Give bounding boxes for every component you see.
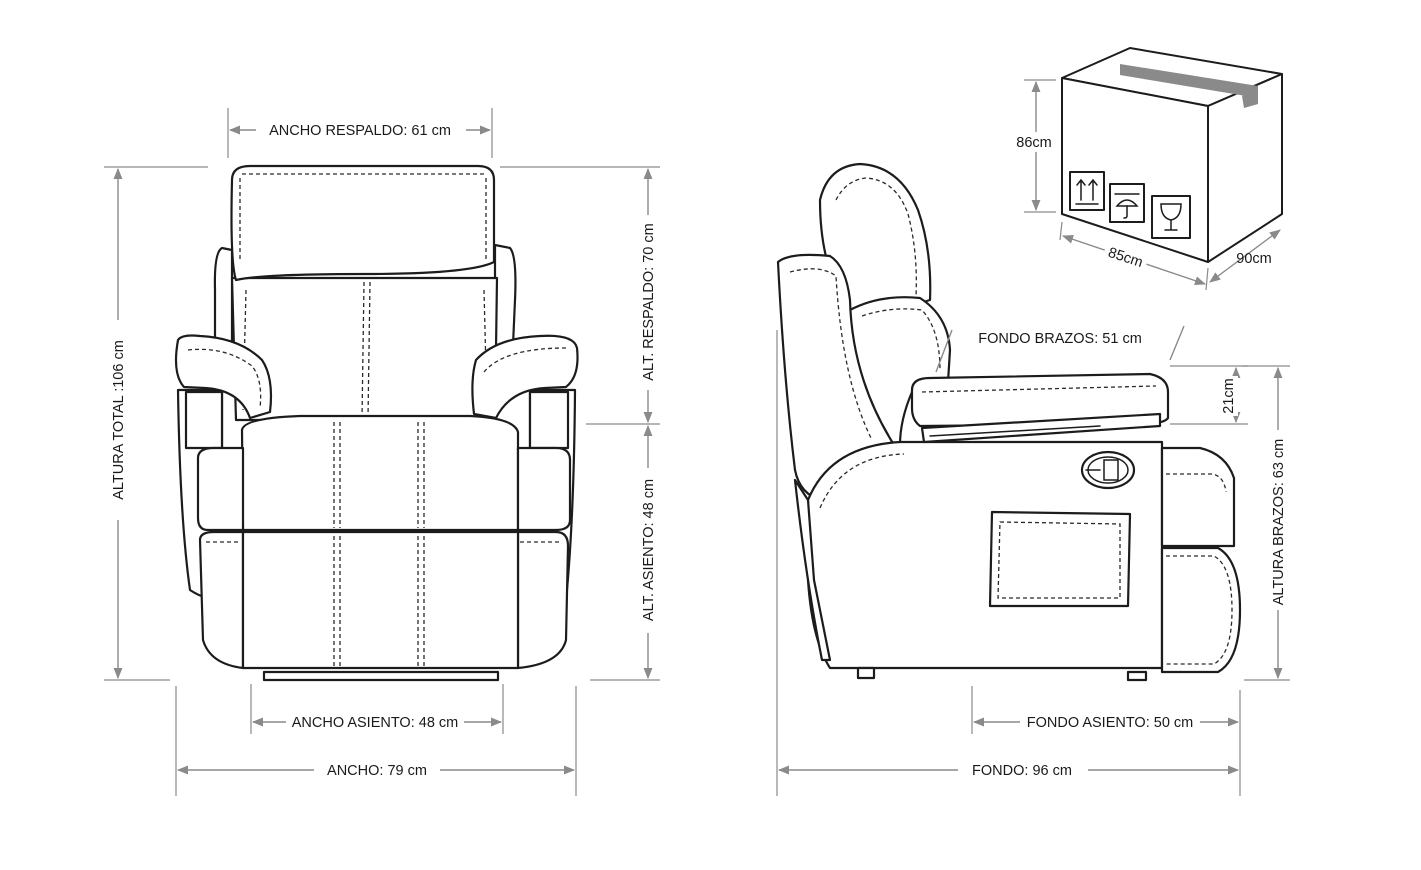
label-altura-brazos: ALTURA BRAZOS: 63 cm [1271, 439, 1287, 606]
label-alt-respaldo: ALT. RESPALDO: 70 cm [641, 223, 657, 380]
keep-dry-umbrella-icon [1109, 183, 1145, 223]
label-fondo-brazos: FONDO BRAZOS: 51 cm [978, 331, 1142, 347]
tape-stripe [1120, 64, 1258, 98]
label-fondo: FONDO: 96 cm [972, 763, 1072, 779]
label-box-height: 86cm [1016, 135, 1051, 151]
label-ancho: ANCHO: 79 cm [327, 763, 427, 779]
side-view-chair [776, 162, 1242, 682]
label-ancho-respaldo: ANCHO RESPALDO: 61 cm [269, 123, 451, 139]
label-21cm: 21cm [1221, 378, 1237, 413]
label-fondo-asiento: FONDO ASIENTO: 50 cm [1027, 715, 1194, 731]
label-alt-asiento: ALT. ASIENTO: 48 cm [641, 479, 657, 621]
label-ancho-asiento: ANCHO ASIENTO: 48 cm [292, 715, 459, 731]
label-box-depth: 90cm [1236, 251, 1271, 267]
label-altura-total: ALTURA TOTAL :106 cm [111, 340, 127, 500]
shipping-box [1061, 47, 1283, 263]
this-way-up-icon [1069, 171, 1105, 211]
label-box-width: 85cm [1106, 245, 1145, 271]
fragile-glass-icon [1151, 195, 1191, 239]
front-view-chair [174, 164, 579, 682]
